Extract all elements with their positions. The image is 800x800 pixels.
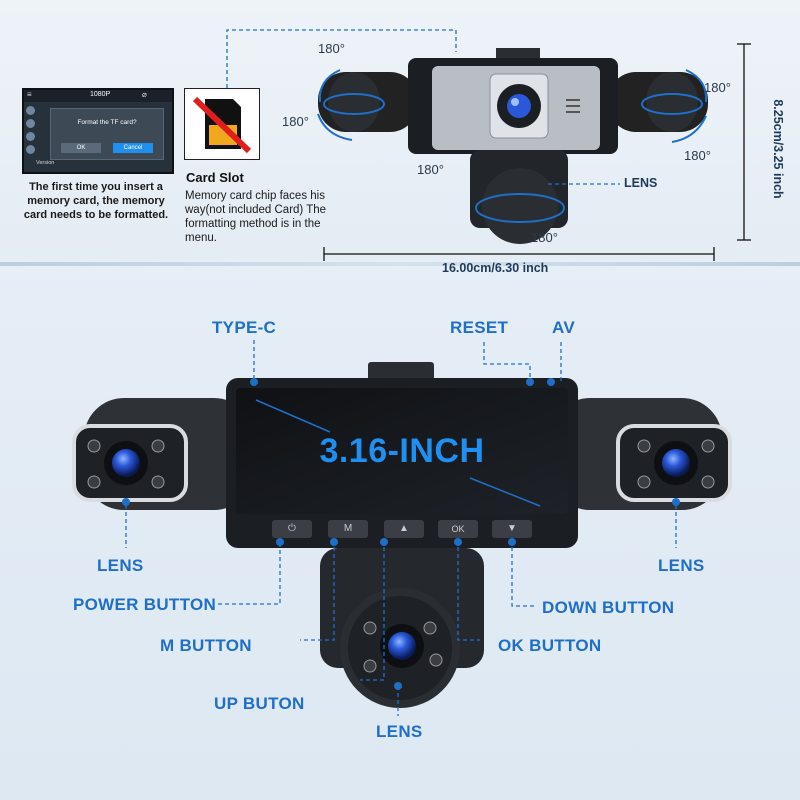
right-camera-roller bbox=[646, 72, 698, 132]
rotation-label-3: 180° bbox=[417, 162, 444, 177]
dialog-ok-button[interactable]: OK bbox=[61, 143, 101, 153]
rotation-label-2: 180° bbox=[282, 114, 309, 129]
left-ir-led-3 bbox=[151, 439, 165, 453]
rotation-diagram bbox=[226, 29, 751, 261]
m-button[interactable]: M bbox=[343, 523, 353, 534]
reset-label: RESET bbox=[450, 318, 509, 337]
rotation-arrows bbox=[317, 69, 708, 143]
left-ir-led-4 bbox=[151, 475, 165, 489]
format-note: The first time you insert a memory card,… bbox=[23, 181, 169, 221]
card-slot-icon bbox=[184, 88, 260, 160]
mount-clip bbox=[368, 362, 434, 382]
rotation-label-5: 180° bbox=[704, 80, 731, 95]
mic-icon: ⌀ bbox=[142, 90, 147, 99]
lcd-screen bbox=[236, 388, 568, 514]
left-lens-label: LENS bbox=[97, 556, 144, 575]
version-label: Version bbox=[36, 160, 55, 166]
bottom-lens-label: LENS bbox=[376, 722, 423, 741]
resolution-readout: 1080P bbox=[90, 91, 111, 98]
callout-dots bbox=[122, 378, 680, 690]
width-dimension bbox=[323, 247, 715, 261]
height-dimension bbox=[737, 43, 751, 241]
ok-button[interactable]: OK bbox=[451, 524, 465, 534]
dialog-cancel-button[interactable]: Cancel bbox=[113, 143, 153, 153]
up-button[interactable]: ▲ bbox=[399, 523, 409, 534]
card-slot-title: Card Slot bbox=[186, 170, 244, 185]
up-button-label: UP BUTON bbox=[214, 694, 305, 713]
right-lens bbox=[662, 449, 690, 477]
down-button[interactable]: ▼ bbox=[507, 523, 517, 534]
top-lens-label: LENS bbox=[624, 176, 658, 190]
right-lens-label: LENS bbox=[658, 556, 705, 575]
side-icon-column bbox=[26, 106, 38, 154]
rotation-label-4: 180° bbox=[531, 230, 558, 245]
top-leader bbox=[226, 29, 457, 88]
av-label: AV bbox=[552, 318, 575, 337]
type-c-label: TYPE-C bbox=[212, 318, 277, 337]
power-button-label: POWER BUTTON bbox=[73, 595, 217, 614]
panel-divider bbox=[0, 262, 800, 266]
left-camera-roller bbox=[328, 72, 380, 132]
format-dialog: Format the TF card? OK Cancel bbox=[50, 108, 164, 160]
screen-demo: 1080P ≡ ⌀ Format the TF card? OK Cancel … bbox=[22, 88, 174, 174]
callout-leaders bbox=[125, 340, 677, 716]
power-button[interactable]: ⏻ bbox=[288, 523, 296, 534]
settings-icon: ≡ bbox=[27, 90, 32, 99]
screen-size-label: 3.16-INCH bbox=[319, 432, 485, 470]
left-lens bbox=[112, 449, 140, 477]
m-button-label: M BUTTON bbox=[160, 636, 252, 655]
bottom-lens bbox=[388, 632, 416, 660]
width-dimension-label: 16.00cm/6.30 inch bbox=[442, 261, 549, 275]
down-button-label: DOWN BUTTON bbox=[542, 598, 675, 617]
ok-button-label: OK BUTTON bbox=[498, 636, 602, 655]
rotation-label-1: 180° bbox=[318, 41, 345, 56]
left-ir-led-1 bbox=[87, 439, 101, 453]
rotation-label-6: 180° bbox=[684, 148, 711, 163]
bottom-camera-ball bbox=[482, 168, 558, 244]
card-slot-desc: Memory card chip faces his way(not inclu… bbox=[185, 190, 327, 244]
control-buttons bbox=[272, 520, 532, 538]
format-dialog-text: Format the TF card? bbox=[77, 119, 137, 126]
left-ir-led-2 bbox=[87, 475, 101, 489]
